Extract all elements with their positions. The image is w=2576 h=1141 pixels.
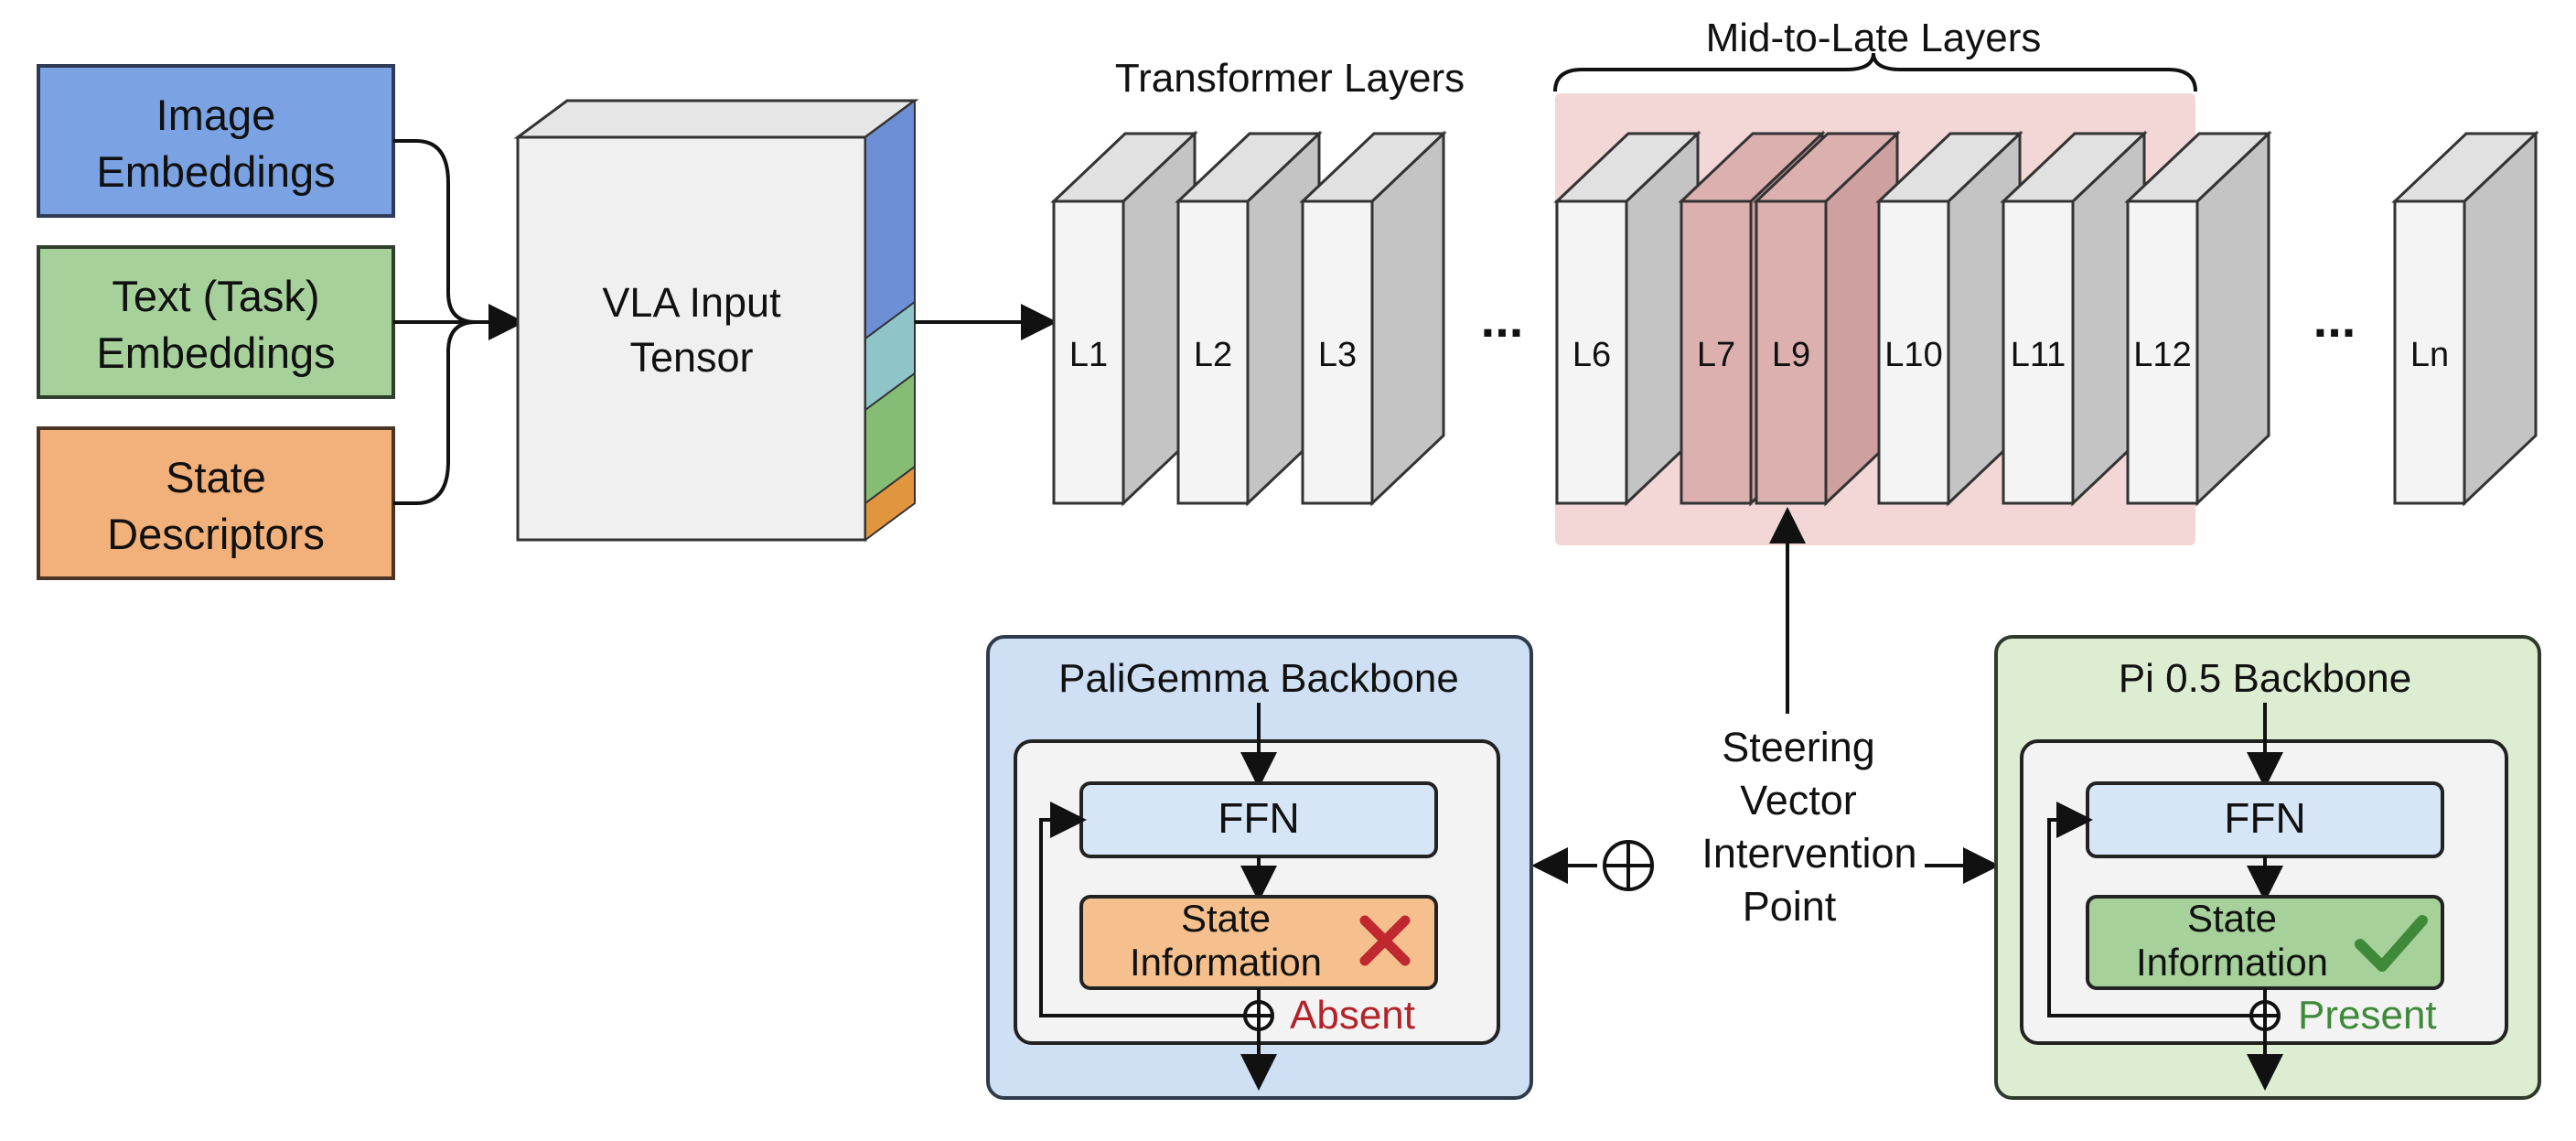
- layer-front-face: [1301, 199, 1374, 505]
- layer-front-face: [1680, 199, 1753, 505]
- residual-connection: [1039, 802, 1246, 1017]
- layer-l9: L9: [1753, 130, 1901, 507]
- tensor-side-segment: [864, 99, 916, 340]
- pi05-backbone-panel: Pi 0.5 Backbone FFN State Information Pr…: [1994, 635, 2541, 1100]
- transformer-layers-title: Transformer Layers: [1115, 56, 1465, 101]
- backbone-title: PaliGemma Backbone: [1058, 656, 1459, 701]
- layer-l2: L2: [1175, 130, 1323, 507]
- svg-text:Point: Point: [1743, 883, 1837, 930]
- mid-to-late-title: Mid-to-Late Layers: [1706, 16, 2042, 60]
- layer-l12: L12: [2124, 130, 2272, 507]
- layers-ellipsis-2: ...: [2313, 290, 2356, 348]
- tensor-side-segment: [864, 465, 916, 542]
- layer-label: L11: [2011, 336, 2066, 374]
- layer-label: L3: [1318, 336, 1357, 374]
- ffn-label: FFN: [1218, 794, 1299, 842]
- tensor-label: VLA Input: [602, 279, 781, 326]
- input-merge-connectors: [393, 139, 525, 505]
- svg-text:Steering: Steering: [1722, 724, 1875, 770]
- layer-label: Ln: [2410, 336, 2449, 374]
- layer-front-face: [2126, 199, 2199, 505]
- state-label: Information: [2136, 941, 2328, 984]
- ffn-label: FFN: [2224, 794, 2305, 842]
- paligemma-backbone-panel: PaliGemma Backbone FFN State Information…: [986, 635, 1533, 1100]
- status-present-label: Present: [2298, 993, 2437, 1038]
- layer-l10: L10: [1875, 130, 2023, 507]
- state-label: Information: [1130, 941, 1322, 984]
- layer-front-face: [2393, 199, 2466, 505]
- mid-to-late-brace: [1553, 52, 2197, 92]
- input-text-embeddings: Text (Task) Embeddings: [37, 245, 395, 399]
- backbone-title: Pi 0.5 Backbone: [2119, 656, 2411, 701]
- input-image-embeddings: Image Embeddings: [37, 64, 395, 218]
- layer-label: L2: [1194, 336, 1232, 374]
- input-label: Embeddings: [96, 328, 335, 377]
- residual-connection: [2047, 802, 2252, 1017]
- steering-vector-label: Steering Vector Intervention Point: [1701, 724, 1916, 930]
- vla-input-tensor: VLA Input Tensor: [513, 99, 919, 542]
- layer-front-face: [1176, 199, 1250, 505]
- layer-ln: Ln: [2391, 130, 2539, 507]
- state-label: State: [1181, 897, 1271, 940]
- input-label: Embeddings: [96, 147, 335, 196]
- input-state-descriptors: State Descriptors: [37, 426, 395, 580]
- input-label: Image: [156, 91, 276, 139]
- residual-add-symbol: [2249, 1000, 2281, 1031]
- layer-label: L9: [1772, 336, 1810, 374]
- residual-add-symbol: [1243, 1000, 1274, 1031]
- layers-ellipsis-1: ...: [1481, 290, 1524, 348]
- input-label: State: [166, 453, 266, 501]
- layer-label: L7: [1697, 336, 1735, 374]
- layer-front-face: [2002, 199, 2075, 505]
- layer-l11: L11: [2000, 130, 2148, 507]
- layer-front-face: [1755, 199, 1828, 505]
- svg-text:Intervention: Intervention: [1701, 830, 1916, 877]
- status-absent-label: Absent: [1290, 993, 1415, 1038]
- input-label: Descriptors: [107, 510, 325, 558]
- layer-l3: L3: [1299, 130, 1447, 507]
- tensor-label: Tensor: [629, 334, 753, 381]
- layer-l6: L6: [1553, 130, 1701, 507]
- layer-l1: L1: [1050, 130, 1198, 507]
- layer-label: L6: [1572, 336, 1611, 374]
- layer-front-face: [1555, 199, 1628, 505]
- layer-label: L10: [1884, 336, 1942, 374]
- svg-text:Vector: Vector: [1740, 777, 1857, 823]
- input-label: Text (Task): [112, 272, 319, 320]
- layer-front-face: [1052, 199, 1125, 505]
- steering-plus-symbol: [1603, 840, 1654, 891]
- state-label: State: [2187, 897, 2277, 940]
- layer-front-face: [1877, 199, 1950, 505]
- layer-label: L12: [2133, 336, 2191, 374]
- cross-icon: [1359, 915, 1411, 966]
- layer-label: L1: [1069, 336, 1108, 374]
- check-icon: [2355, 915, 2428, 972]
